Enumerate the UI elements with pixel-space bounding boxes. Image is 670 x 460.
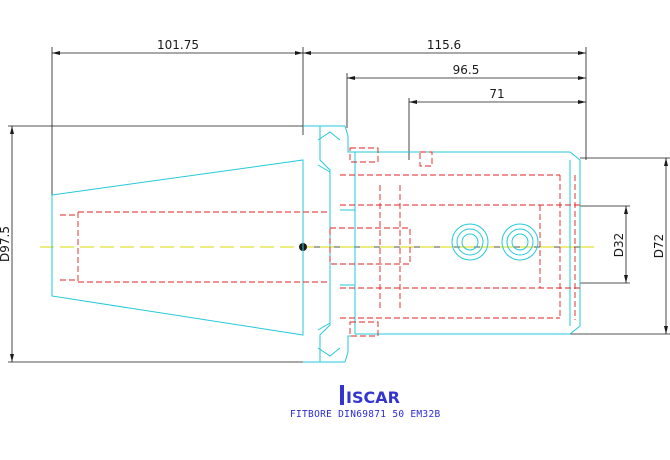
dimension-arrowheads: [10, 51, 668, 362]
dim-overall-right: 115.6: [427, 38, 461, 52]
dim-inner-right: 71: [489, 87, 504, 101]
dim-bore-diameter: D32: [612, 233, 626, 258]
dim-flange-diameter: D97.5: [0, 226, 12, 262]
drawing-caption: FITBORE DIN69871 50 EM32B: [290, 409, 441, 420]
hidden-lines: [60, 147, 580, 337]
holder-outline: [51, 125, 581, 363]
dimension-lines: [8, 47, 670, 363]
brand-logo-text: ISCAR: [346, 388, 400, 407]
dim-mid-right: 96.5: [453, 63, 480, 77]
dim-body-diameter: D72: [652, 234, 666, 259]
dim-overall-left: 101.75: [157, 38, 199, 52]
brand-logo: ISCAR: [340, 385, 400, 407]
